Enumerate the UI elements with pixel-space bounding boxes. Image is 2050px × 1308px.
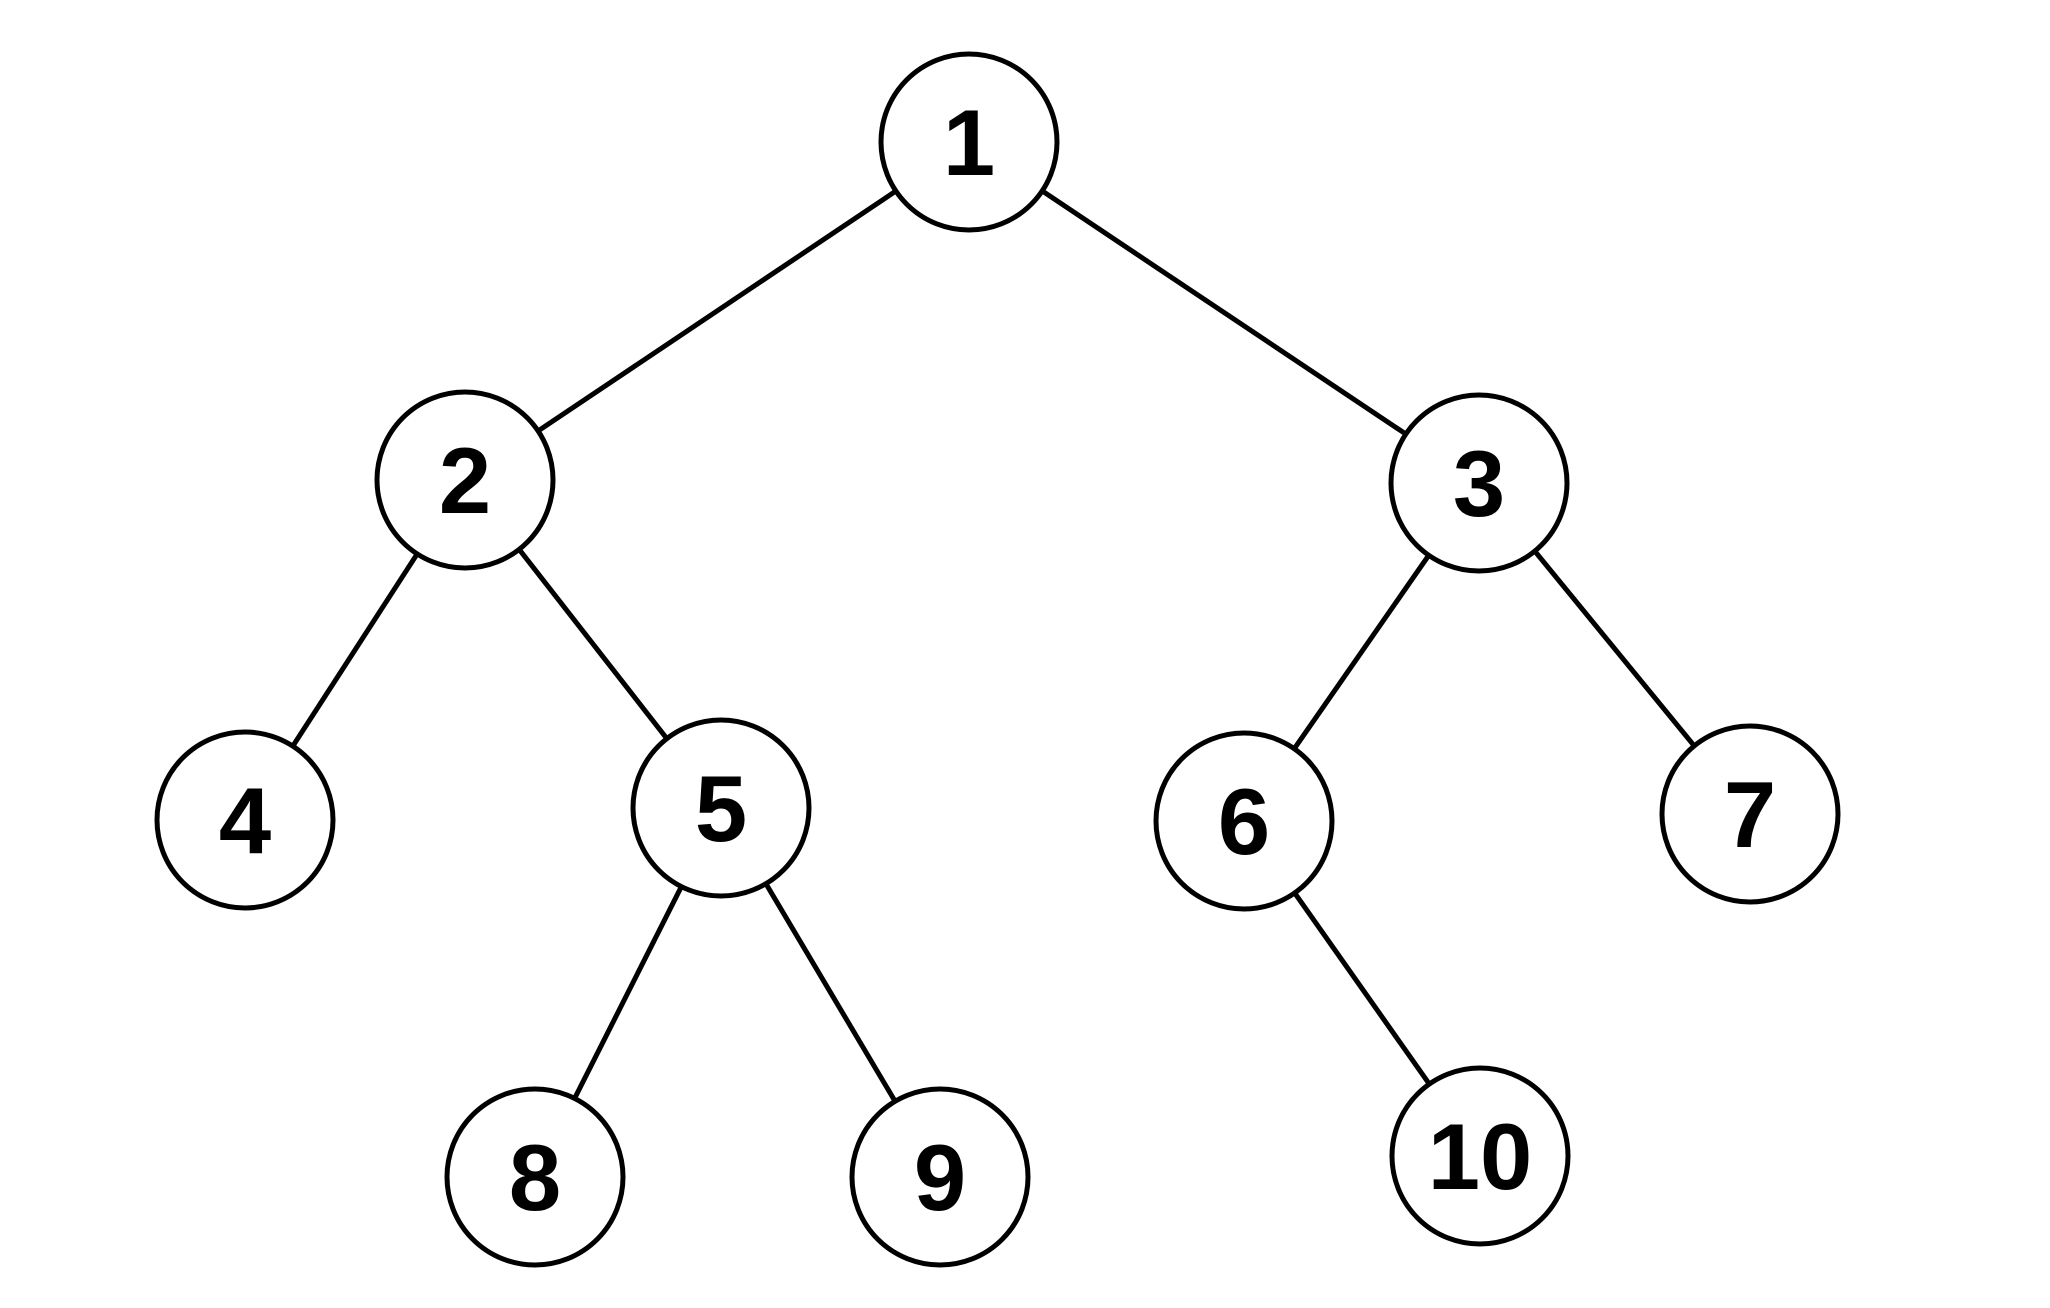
node-circle bbox=[849, 1086, 1031, 1268]
node-label: 3 bbox=[1453, 431, 1505, 536]
node-circle bbox=[1389, 1065, 1571, 1247]
tree-node-6: 6 bbox=[1153, 730, 1335, 912]
node-label: 4 bbox=[219, 768, 271, 873]
node-circle bbox=[630, 717, 812, 899]
tree-node-8: 8 bbox=[444, 1086, 626, 1268]
node-circle bbox=[444, 1086, 626, 1268]
tree-node-7: 7 bbox=[1659, 723, 1841, 905]
node-label: 2 bbox=[439, 428, 491, 533]
tree-node-3: 3 bbox=[1388, 392, 1570, 574]
tree-edge-1-3 bbox=[967, 139, 1481, 486]
node-circle bbox=[374, 389, 556, 571]
node-label: 8 bbox=[509, 1125, 561, 1230]
tree-node-4: 4 bbox=[154, 729, 336, 911]
node-circle bbox=[1659, 723, 1841, 905]
tree-node-5: 5 bbox=[630, 717, 812, 899]
node-label: 7 bbox=[1724, 762, 1776, 867]
node-label: 1 bbox=[943, 90, 995, 195]
node-circle bbox=[1153, 730, 1335, 912]
edges-layer bbox=[242, 139, 1752, 1179]
tree-edge-1-2 bbox=[463, 139, 971, 483]
tree-node-10: 10 bbox=[1389, 1065, 1571, 1247]
tree-node-1: 1 bbox=[878, 51, 1060, 233]
node-circle bbox=[878, 51, 1060, 233]
node-label: 9 bbox=[914, 1125, 966, 1230]
node-label: 6 bbox=[1218, 769, 1270, 874]
node-circle bbox=[154, 729, 336, 911]
tree-node-9: 9 bbox=[849, 1086, 1031, 1268]
node-label: 10 bbox=[1428, 1104, 1533, 1209]
tree-node-2: 2 bbox=[374, 389, 556, 571]
nodes-layer: 1 2 3 4 5 6 7 8 9 10 bbox=[154, 51, 1841, 1268]
node-circle bbox=[1388, 392, 1570, 574]
node-label: 5 bbox=[695, 756, 747, 861]
